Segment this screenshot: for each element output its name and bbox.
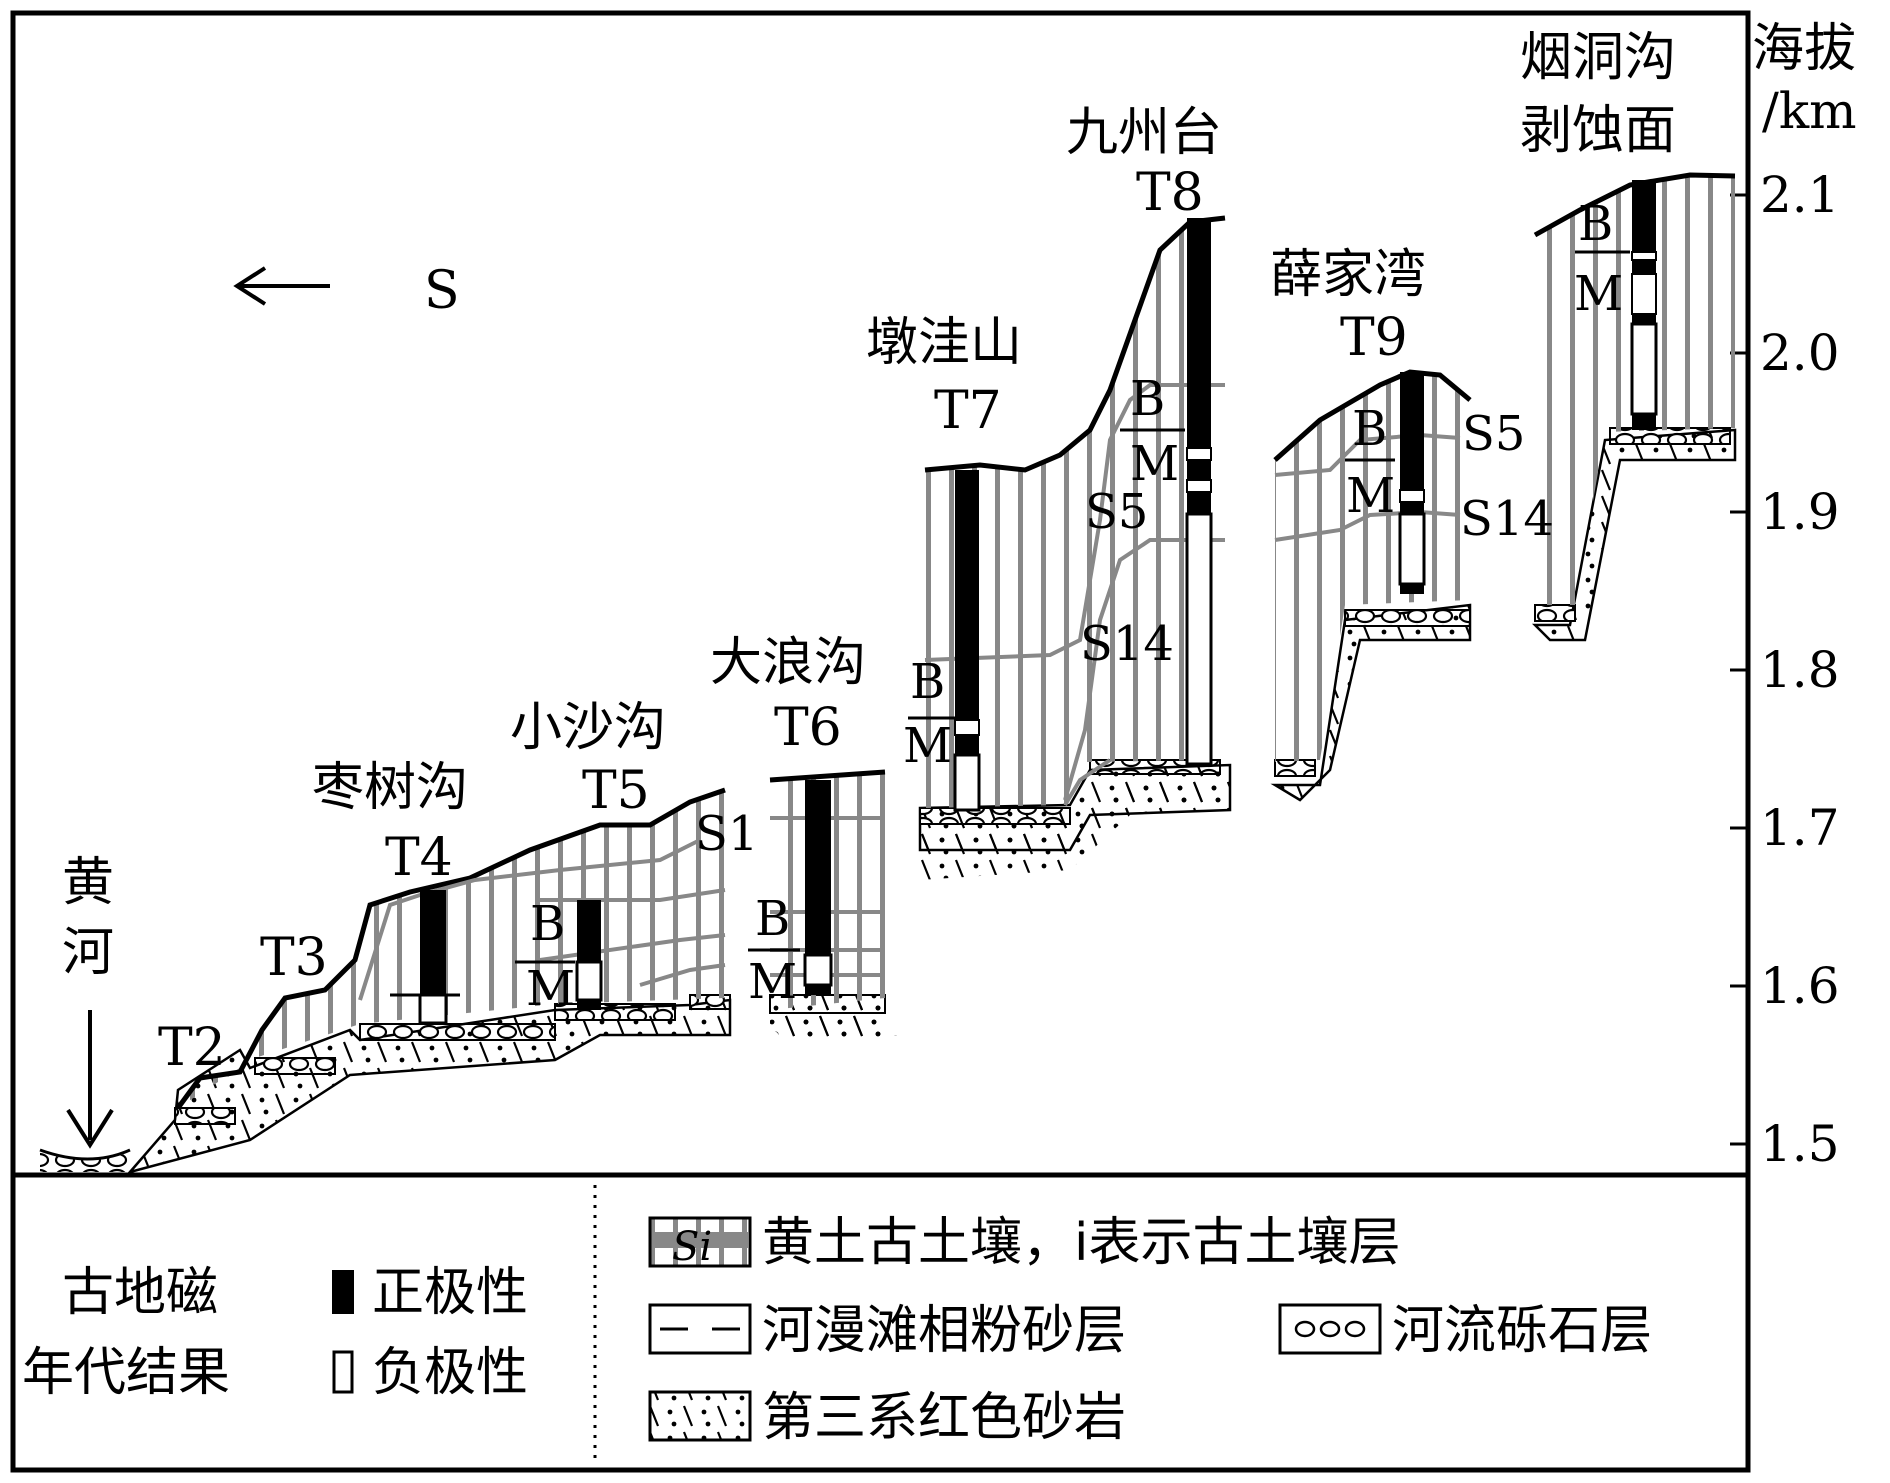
loess-symbol: Si [672,1224,712,1270]
soil-s5-label-t9: S5 [1462,406,1525,462]
label-top-name-1: 烟洞沟 [1520,28,1676,88]
river-channel [39,1148,131,1172]
legend-floodplain: 河漫滩相粉砂层 [762,1301,1126,1361]
t9-b-label: B [1352,401,1387,457]
t8-m-label: M [1130,436,1179,492]
label-t4-code: T4 [385,828,453,888]
river-label-2: 河 [62,923,114,983]
direction-arrow-icon [233,266,330,306]
label-t6-code: T6 [774,698,842,758]
label-t5-name: 小沙沟 [510,698,666,758]
tick-label-2.0: 2.0 [1760,324,1840,382]
terrace-block-t9 [1270,369,1472,802]
soil-s14-label-t8: S14 [1080,616,1174,672]
label-t6-name: 大浪沟 [710,633,866,693]
terrace-block-lower [126,787,732,1175]
loess-swatch-icon: Si [648,1216,752,1270]
t7-b-label: B [910,654,945,710]
river-label-1: 黄 [62,853,114,913]
tick-label-1.7: 1.7 [1760,799,1840,857]
label-t7-name: 墩洼山 [866,313,1022,373]
axis-title: 海拔 [1752,19,1856,79]
top-b-label: B [1578,196,1613,252]
direction-label: S [424,261,460,321]
soil-s1-label: S1 [695,806,758,862]
terrace-block-t7-t8 [908,215,1232,880]
label-t7-code: T7 [934,381,1002,441]
tick-label-1.6: 1.6 [1760,957,1840,1015]
legend-loess: 黄土古土壤，i表示古土壤层 [762,1213,1400,1273]
label-t8-name: 九州台 [1066,103,1222,163]
label-t4-name: 枣树沟 [312,758,468,818]
sandstone-swatch-icon [648,1390,752,1442]
tick-label-1.9: 1.9 [1760,483,1840,541]
gravel-swatch-icon [1278,1303,1382,1355]
terrace-block-t6 [748,769,900,1040]
legend-sandstone: 第三系红色砂岩 [762,1388,1126,1448]
label-t8-code: T8 [1136,163,1204,223]
t5-m-label: M [526,961,575,1017]
legend-paleomag-line1: 古地磁 [62,1263,218,1323]
t8-b-label: B [1130,371,1165,427]
legend-gravel: 河流砾石层 [1392,1301,1652,1361]
axis-unit: /km [1762,82,1857,140]
tick-label-1.8: 1.8 [1760,641,1840,699]
t7-m-label: M [903,718,952,774]
reverse-polarity-swatch [332,1350,354,1394]
t4-normal-column [420,890,446,995]
soil-s14-label-t9: S14 [1460,491,1554,547]
normal-polarity-swatch [332,1270,354,1314]
river-arrow-icon [66,1010,114,1149]
label-t5-code: T5 [582,761,650,821]
tick-label-1.5: 1.5 [1760,1115,1840,1173]
label-top-name-2: 剥蚀面 [1520,101,1676,161]
floodplain-swatch-icon [648,1303,752,1355]
soil-s5-label-t8: S5 [1085,484,1148,540]
t5-b-label: B [530,896,565,952]
top-m-label: M [1574,266,1623,322]
label-t9-code: T9 [1340,308,1408,368]
t6-m-label: M [748,954,797,1010]
tick-label-2.1: 2.1 [1760,166,1840,224]
legend-paleomag-line2: 年代结果 [22,1343,230,1403]
legend-reverse: 负极性 [372,1343,528,1403]
t9-m-label: M [1346,468,1395,524]
label-t3: T3 [260,928,328,988]
t6-b-label: B [755,891,790,947]
label-t9-name: 薛家湾 [1270,245,1426,305]
terrace-block-top [1531,172,1737,642]
label-t2: T2 [158,1018,226,1078]
legend-normal: 正极性 [372,1263,528,1323]
